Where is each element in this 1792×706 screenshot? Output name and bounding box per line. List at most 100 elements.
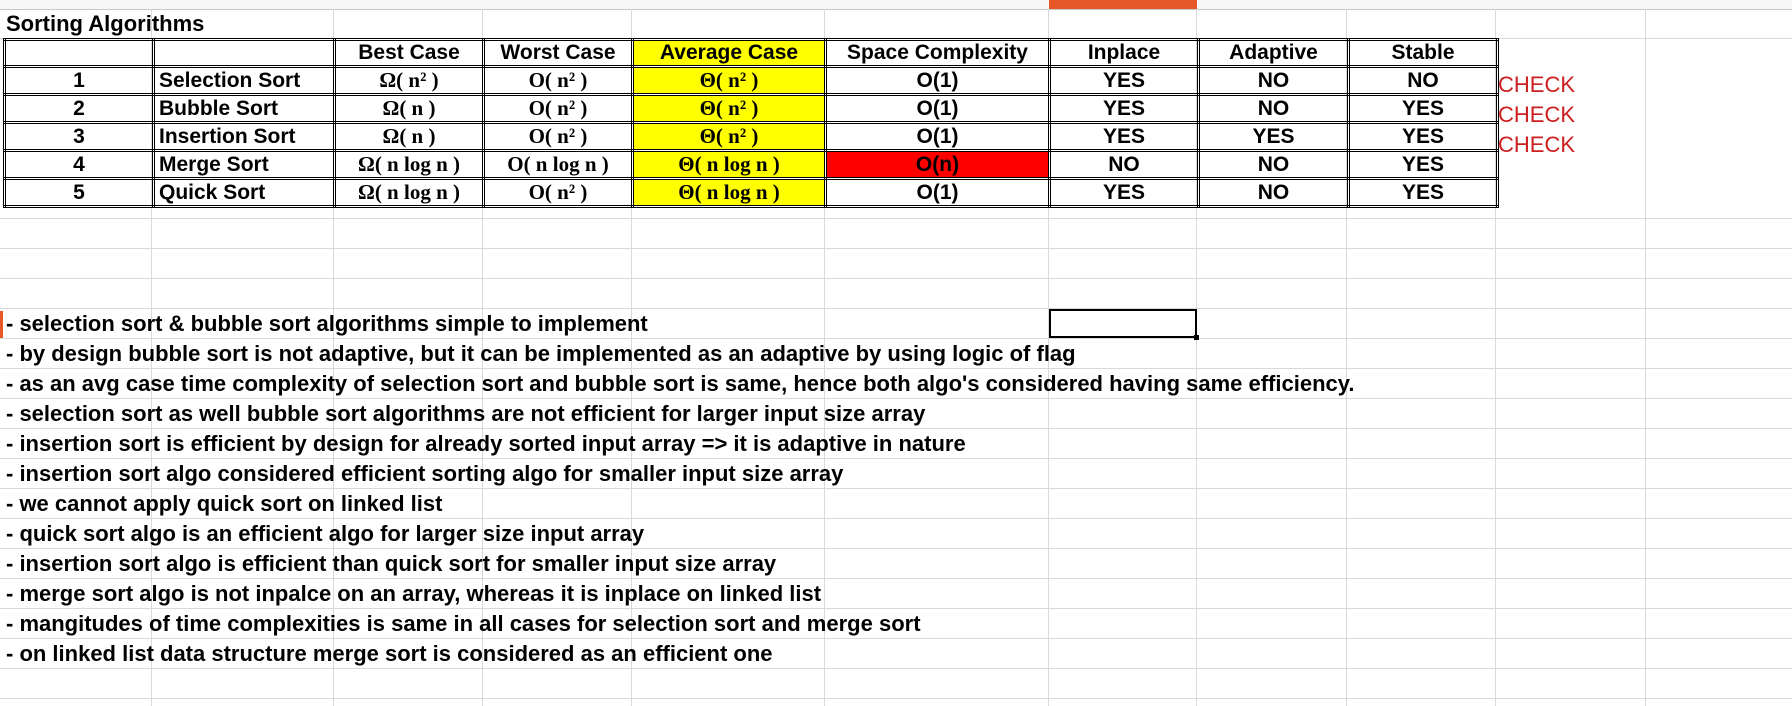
- note-line[interactable]: - selection sort & bubble sort algorithm…: [6, 311, 648, 336]
- space-complexity-cell[interactable]: O(1): [824, 65, 1051, 96]
- grid-line: [0, 428, 1792, 429]
- worst-case-cell[interactable]: O( n log n ): [482, 149, 634, 180]
- selected-cell[interactable]: [1049, 309, 1199, 340]
- note-line[interactable]: - as an avg case time complexity of sele…: [6, 371, 1355, 396]
- worst-case-cell[interactable]: O( n² ): [482, 177, 634, 208]
- adaptive-cell[interactable]: NO: [1197, 149, 1350, 180]
- table-header-row: Best Case Worst Case Average Case Space …: [3, 38, 1499, 68]
- check-label[interactable]: CHECK: [1498, 132, 1576, 157]
- space-complexity-cell[interactable]: O(1): [824, 177, 1051, 208]
- best-case-cell[interactable]: Ω( n ): [333, 93, 485, 124]
- row-number[interactable]: 5: [3, 177, 155, 208]
- header-cell[interactable]: [3, 38, 155, 68]
- table-row: 4 Merge Sort Ω( n log n ) O( n log n ) Θ…: [3, 149, 1499, 180]
- algorithm-name[interactable]: Merge Sort: [152, 149, 336, 180]
- stable-cell[interactable]: YES: [1347, 149, 1499, 180]
- algorithm-name[interactable]: Insertion Sort: [152, 121, 336, 152]
- algorithm-name[interactable]: Quick Sort: [152, 177, 336, 208]
- average-case-cell[interactable]: Θ( n² ): [631, 121, 827, 152]
- grid-line: [1196, 9, 1197, 706]
- average-case-cell[interactable]: Θ( n² ): [631, 65, 827, 96]
- notes-list: - selection sort & bubble sort algorithm…: [6, 309, 1354, 669]
- note-line[interactable]: - insertion sort algo is efficient than …: [6, 551, 777, 576]
- grid-line: [824, 9, 825, 706]
- row-number[interactable]: 1: [3, 65, 155, 96]
- best-case-cell[interactable]: Ω( n² ): [333, 65, 485, 96]
- grid-line: [0, 338, 1792, 339]
- grid-line: [1495, 9, 1496, 706]
- grid-line: [0, 398, 1792, 399]
- algorithm-name[interactable]: Selection Sort: [152, 65, 336, 96]
- space-complexity-cell[interactable]: O(1): [824, 121, 1051, 152]
- header-stable[interactable]: Stable: [1347, 38, 1499, 68]
- grid-line: [0, 608, 1792, 609]
- note-line[interactable]: - selection sort as well bubble sort alg…: [6, 401, 926, 426]
- note-line[interactable]: - by design bubble sort is not adaptive,…: [6, 341, 1076, 366]
- grid-line: [0, 218, 1792, 219]
- header-average-case[interactable]: Average Case: [631, 38, 827, 68]
- check-label[interactable]: CHECK: [1498, 72, 1576, 97]
- adaptive-cell[interactable]: NO: [1197, 93, 1350, 124]
- inplace-cell[interactable]: NO: [1048, 149, 1200, 180]
- grid-line: [0, 368, 1792, 369]
- best-case-cell[interactable]: Ω( n log n ): [333, 149, 485, 180]
- adaptive-cell[interactable]: NO: [1197, 177, 1350, 208]
- sheet-title[interactable]: Sorting Algorithms: [6, 11, 205, 36]
- header-space-complexity[interactable]: Space Complexity: [824, 38, 1051, 68]
- adaptive-cell[interactable]: YES: [1197, 121, 1350, 152]
- grid-line: [1645, 9, 1646, 706]
- grid-line: [333, 9, 334, 706]
- row-number[interactable]: 3: [3, 121, 155, 152]
- worst-case-cell[interactable]: O( n² ): [482, 121, 634, 152]
- stable-cell[interactable]: YES: [1347, 93, 1499, 124]
- best-case-cell[interactable]: Ω( n ): [333, 121, 485, 152]
- inplace-cell[interactable]: YES: [1048, 65, 1200, 96]
- note-line[interactable]: - merge sort algo is not inpalce on an a…: [6, 581, 822, 606]
- grid-line: [151, 9, 152, 706]
- worst-case-cell[interactable]: O( n² ): [482, 65, 634, 96]
- stable-cell[interactable]: NO: [1347, 65, 1499, 96]
- inplace-cell[interactable]: YES: [1048, 177, 1200, 208]
- grid-line: [0, 488, 1792, 489]
- grid-line: [0, 308, 1792, 309]
- space-complexity-cell[interactable]: O(n): [824, 149, 1051, 180]
- average-case-cell[interactable]: Θ( n² ): [631, 93, 827, 124]
- grid-line: [0, 458, 1792, 459]
- row-number[interactable]: 4: [3, 149, 155, 180]
- stable-cell[interactable]: YES: [1347, 121, 1499, 152]
- row-number[interactable]: 2: [3, 93, 155, 124]
- grid-line: [0, 248, 1792, 249]
- table-row: 3 Insertion Sort Ω( n ) O( n² ) Θ( n² ) …: [3, 121, 1499, 152]
- stable-cell[interactable]: YES: [1347, 177, 1499, 208]
- inplace-cell[interactable]: YES: [1048, 121, 1200, 152]
- inplace-cell[interactable]: YES: [1048, 93, 1200, 124]
- check-label[interactable]: CHECK: [1498, 102, 1576, 127]
- column-header-strip[interactable]: [0, 0, 1792, 10]
- active-column-header[interactable]: [1049, 0, 1197, 9]
- note-line[interactable]: - on linked list data structure merge so…: [6, 641, 773, 666]
- grid-line: [482, 9, 483, 706]
- note-line[interactable]: - insertion sort algo considered efficie…: [6, 461, 844, 486]
- sorting-table: Best Case Worst Case Average Case Space …: [3, 38, 1499, 208]
- grid-line: [1346, 9, 1347, 706]
- header-worst-case[interactable]: Worst Case: [482, 38, 634, 68]
- space-complexity-cell[interactable]: O(1): [824, 93, 1051, 124]
- header-inplace[interactable]: Inplace: [1048, 38, 1200, 68]
- best-case-cell[interactable]: Ω( n log n ): [333, 177, 485, 208]
- grid-line: [0, 518, 1792, 519]
- note-line[interactable]: - mangitudes of time complexities is sam…: [6, 611, 921, 636]
- grid-line: [631, 9, 632, 706]
- header-best-case[interactable]: Best Case: [333, 38, 485, 68]
- worst-case-cell[interactable]: O( n² ): [482, 93, 634, 124]
- average-case-cell[interactable]: Θ( n log n ): [631, 149, 827, 180]
- note-line[interactable]: - quick sort algo is an efficient algo f…: [6, 521, 645, 546]
- header-cell[interactable]: [152, 38, 336, 68]
- header-adaptive[interactable]: Adaptive: [1197, 38, 1350, 68]
- average-case-cell[interactable]: Θ( n log n ): [631, 177, 827, 208]
- note-line[interactable]: - we cannot apply quick sort on linked l…: [6, 491, 443, 516]
- note-line[interactable]: - insertion sort is efficient by design …: [6, 431, 966, 456]
- algorithm-name[interactable]: Bubble Sort: [152, 93, 336, 124]
- fill-handle[interactable]: [1194, 335, 1199, 340]
- grid-line: [0, 668, 1792, 669]
- adaptive-cell[interactable]: NO: [1197, 65, 1350, 96]
